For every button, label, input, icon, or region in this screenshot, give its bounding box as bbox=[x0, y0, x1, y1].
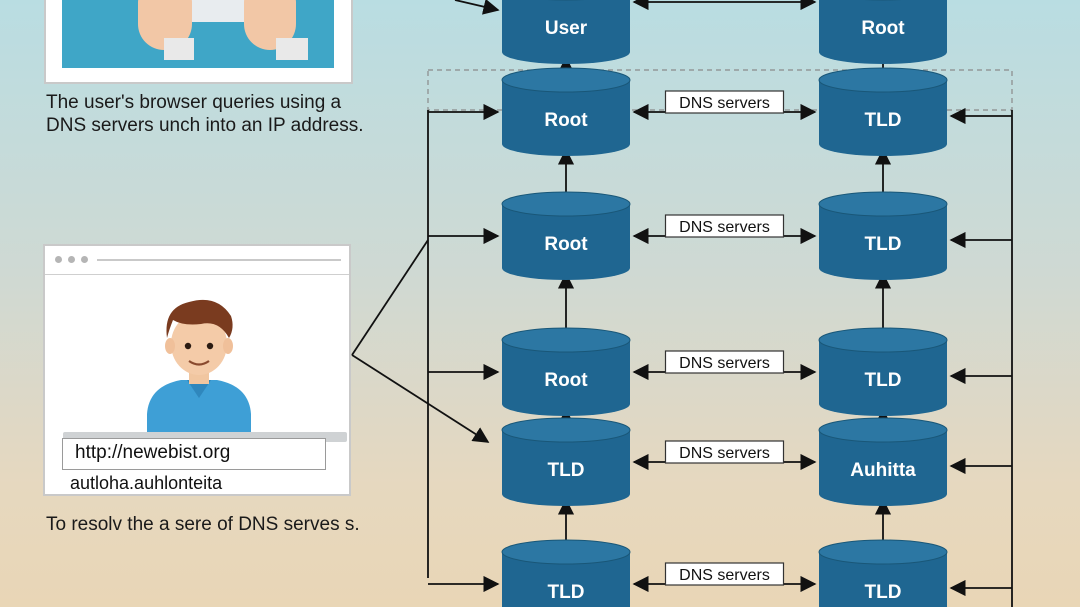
connector-lines bbox=[351, 0, 1013, 607]
window-dot-icon[interactable] bbox=[68, 256, 75, 263]
edge-label-box bbox=[664, 90, 785, 114]
node-body bbox=[819, 430, 947, 506]
node-label: Auhitta bbox=[850, 460, 916, 481]
edge-label-box bbox=[664, 214, 785, 238]
node-label: TLD bbox=[548, 582, 585, 603]
bottom-caption: To resolv the a sere of DNS serves s. bbox=[46, 514, 360, 535]
edge-label: DNS servers bbox=[679, 567, 770, 584]
node-top bbox=[501, 67, 631, 93]
node-top bbox=[818, 67, 948, 93]
node-top bbox=[501, 191, 631, 217]
url-input[interactable]: http://newebist.org bbox=[62, 438, 326, 470]
resolved-hostname-text: autloha.auhlonteita bbox=[70, 473, 223, 493]
node-label: Root bbox=[544, 370, 588, 391]
top-caption: The user's browser queries using a DNS s… bbox=[46, 92, 364, 136]
node-top bbox=[818, 191, 948, 217]
dns-server-node[interactable]: TLD bbox=[818, 191, 948, 280]
edge-label-box bbox=[664, 350, 785, 374]
node-label: TLD bbox=[865, 110, 902, 131]
node-label: Root bbox=[544, 234, 588, 255]
laptop-to-user-arrow bbox=[454, 0, 500, 15]
dns-server-node[interactable]: Root bbox=[501, 327, 631, 416]
window-dot-icon[interactable] bbox=[81, 256, 88, 263]
node-top bbox=[818, 539, 948, 565]
node-body bbox=[502, 340, 630, 416]
edge-label: DNS servers bbox=[679, 95, 770, 112]
sleeve-right-illustration bbox=[276, 38, 308, 60]
node-top bbox=[501, 327, 631, 353]
dns-zone-dashed-border bbox=[427, 69, 1013, 111]
node-body bbox=[502, 552, 630, 607]
node-top bbox=[501, 539, 631, 565]
user-avatar-illustration bbox=[147, 299, 251, 436]
node-top bbox=[501, 417, 631, 443]
node-label: Root bbox=[544, 110, 588, 131]
dns-server-node[interactable]: Auhitta bbox=[818, 417, 948, 506]
edge-label: DNS servers bbox=[679, 355, 770, 372]
edge-label: DNS servers bbox=[679, 445, 770, 462]
browser-to-tld-arrow bbox=[351, 354, 490, 443]
url-field-background bbox=[63, 432, 347, 442]
node-label: Root bbox=[861, 18, 905, 39]
edge-label-box bbox=[664, 562, 785, 586]
node-body bbox=[819, 204, 947, 280]
node-label: TLD bbox=[865, 234, 902, 255]
dns-server-node[interactable]: Root bbox=[819, 0, 947, 64]
browser-title-bar bbox=[45, 246, 349, 275]
node-top bbox=[818, 327, 948, 353]
sleeve-left-illustration bbox=[164, 38, 194, 60]
dns-server-node[interactable]: Root bbox=[501, 67, 631, 156]
dns-server-node[interactable]: TLD bbox=[818, 539, 948, 607]
browser-to-diagram-line bbox=[351, 239, 429, 356]
node-label: TLD bbox=[865, 582, 902, 603]
node-body bbox=[502, 430, 630, 506]
node-body bbox=[502, 80, 630, 156]
node-body bbox=[819, 340, 947, 416]
dns-server-node[interactable]: TLD bbox=[818, 67, 948, 156]
dns-server-node[interactable]: TLD bbox=[501, 539, 631, 607]
address-bar-line[interactable] bbox=[97, 259, 341, 261]
dns-server-node[interactable]: Root bbox=[501, 191, 631, 280]
dns-server-node[interactable]: TLD bbox=[818, 327, 948, 416]
dns-server-node[interactable]: User bbox=[502, 0, 630, 64]
node-body bbox=[502, 0, 630, 64]
edge-label: DNS servers bbox=[679, 219, 770, 236]
node-label: User bbox=[545, 18, 588, 39]
dns-server-node[interactable]: TLD bbox=[501, 417, 631, 506]
node-body bbox=[819, 552, 947, 607]
node-label: TLD bbox=[865, 370, 902, 391]
node-label: TLD bbox=[548, 460, 585, 481]
laptop-illustration-panel bbox=[44, 0, 353, 84]
node-body bbox=[819, 80, 947, 156]
window-dot-icon[interactable] bbox=[55, 256, 62, 263]
node-body bbox=[819, 0, 947, 64]
node-body bbox=[502, 204, 630, 280]
edge-label-box bbox=[664, 440, 785, 464]
node-top bbox=[818, 417, 948, 443]
